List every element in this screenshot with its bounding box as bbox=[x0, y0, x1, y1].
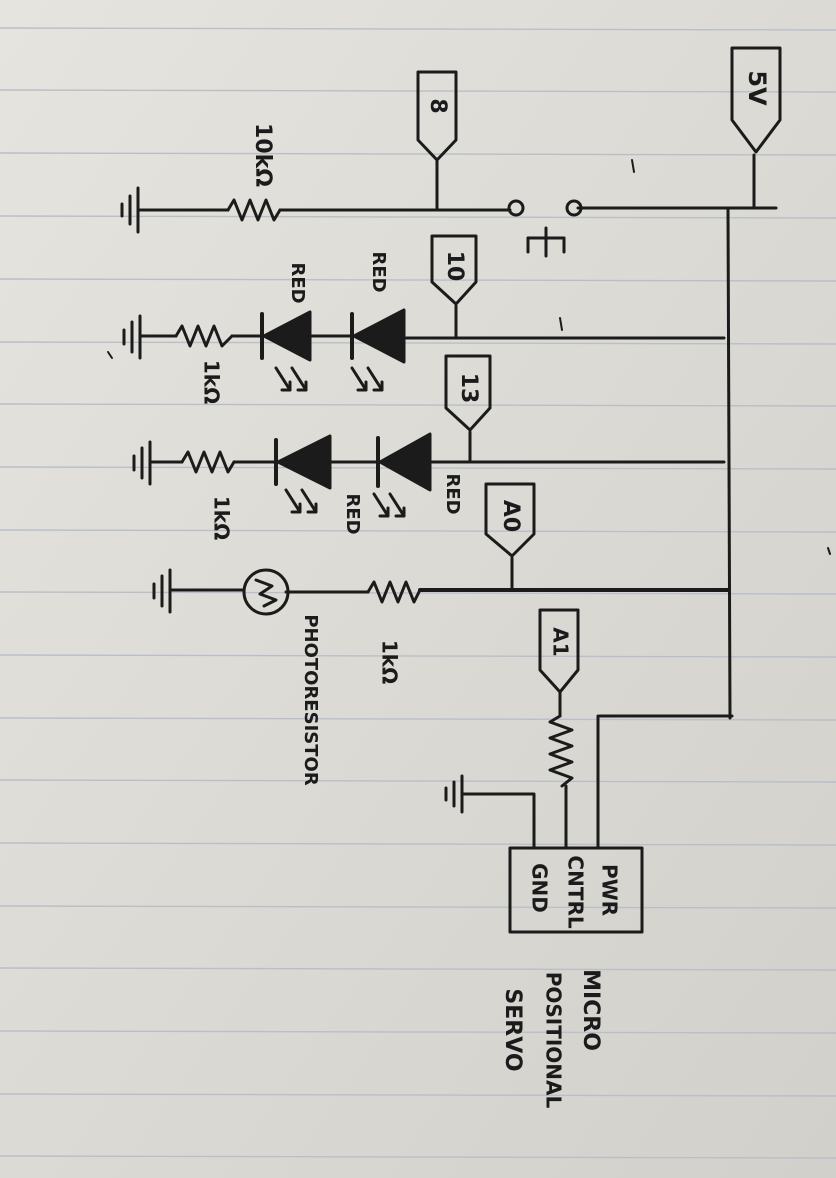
resistor-1k-row-2-label: 1kΩ bbox=[210, 496, 234, 540]
push-button-switch bbox=[507, 199, 583, 258]
port-8: 8 bbox=[416, 70, 458, 162]
led-3-label: RED bbox=[342, 493, 363, 534]
servo-pin-gnd: GND bbox=[528, 863, 552, 913]
port-10-label: 10 bbox=[442, 251, 467, 282]
port-a0-label: A0 bbox=[498, 500, 523, 532]
servo-caption-line-2: POSITIONAL bbox=[542, 972, 566, 1109]
led-4-label: RED bbox=[442, 473, 463, 514]
led-2 bbox=[350, 308, 406, 392]
servo-pin-pwr: PWR bbox=[598, 864, 622, 916]
led-1-label: RED bbox=[287, 262, 308, 303]
resistor-10k bbox=[226, 198, 282, 222]
servo-ground-wire bbox=[460, 792, 536, 850]
ground-symbol bbox=[132, 440, 152, 486]
led-row-1-wire bbox=[138, 304, 726, 340]
port-8-label: 8 bbox=[425, 98, 450, 113]
port-13-label: 13 bbox=[456, 373, 481, 404]
led-1 bbox=[260, 310, 354, 392]
power-bus-wire bbox=[576, 153, 778, 850]
led-4 bbox=[372, 432, 432, 518]
port-a0: A0 bbox=[484, 482, 536, 558]
resistor-1k-photo-label: 1kΩ bbox=[378, 640, 402, 684]
servo-box bbox=[508, 846, 644, 934]
ground-symbol bbox=[444, 774, 464, 814]
resistor-1k-row-1-label: 1kΩ bbox=[200, 360, 224, 404]
photoresistor-symbol bbox=[242, 568, 290, 616]
resistor-10k-label: 10kΩ bbox=[250, 123, 275, 187]
port-5v-label: 5V bbox=[743, 70, 771, 106]
led-3 bbox=[274, 434, 378, 514]
stray-marks bbox=[107, 159, 831, 555]
resistor-1k-row-2 bbox=[180, 450, 236, 474]
servo-caption-line-3: SERVO bbox=[500, 988, 525, 1071]
servo-pin-cntrl: CNTRL bbox=[564, 855, 588, 928]
resistor-1k-row-1 bbox=[174, 324, 234, 348]
port-5v: 5V bbox=[730, 46, 782, 154]
ground-symbol bbox=[120, 186, 140, 234]
photoresistor-label: PHOTORESISTOR bbox=[300, 614, 321, 786]
port-a1: A1 bbox=[538, 608, 580, 694]
ground-symbol bbox=[152, 568, 172, 614]
port-a1-label: A1 bbox=[549, 627, 573, 656]
ground-symbol bbox=[122, 314, 142, 360]
led-row-2-wire bbox=[148, 430, 726, 464]
photo-row-wire bbox=[168, 556, 730, 594]
led-2-label: RED bbox=[368, 251, 389, 292]
servo-caption-line-1: MICRO bbox=[578, 969, 603, 1051]
button-row-wire bbox=[136, 158, 512, 212]
resistor-1k-photo bbox=[366, 580, 422, 604]
port-13: 13 bbox=[444, 354, 492, 432]
port-10: 10 bbox=[430, 234, 478, 306]
servo-control-wire bbox=[548, 690, 574, 850]
